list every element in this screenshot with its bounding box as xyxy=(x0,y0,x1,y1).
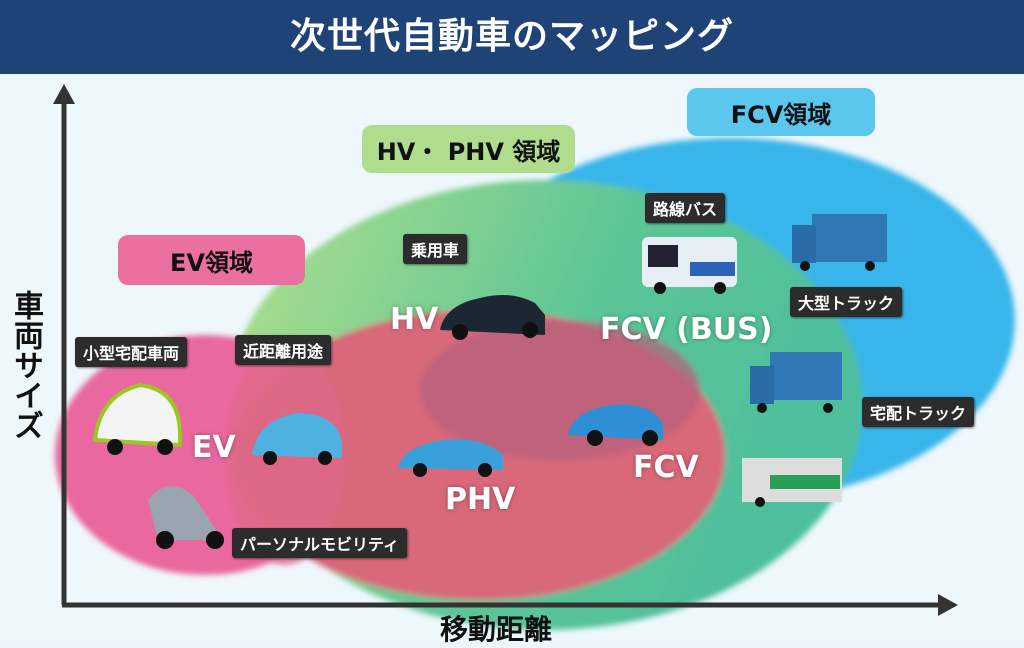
x-axis-arrow xyxy=(938,594,958,616)
phv-car-image xyxy=(398,439,503,477)
ev-zone-label: EV領域 xyxy=(118,235,305,285)
tag-route-bus: 路線バス xyxy=(645,193,726,223)
small-ev-image xyxy=(92,382,182,455)
x-axis-label: 移動距離 xyxy=(440,613,553,646)
hv-car-image xyxy=(440,294,545,340)
personal-mobility-image xyxy=(148,486,224,549)
bus-image xyxy=(642,237,737,294)
hv-phv-zone-label: HV・ PHV 領域 xyxy=(362,125,575,173)
fcv-zone-label: FCV領域 xyxy=(687,88,875,136)
seven-eleven-truck-image xyxy=(742,458,842,507)
large-truck-image xyxy=(792,214,887,271)
page-title: 次世代自動車のマッピング xyxy=(0,0,1024,74)
label-ev: EV xyxy=(192,430,236,465)
fcv-car-image xyxy=(568,404,663,446)
label-fcv-bus: FCV (BUS) xyxy=(600,312,773,347)
label-fcv: FCV xyxy=(633,450,699,485)
y-axis-label: 車両サイズ xyxy=(8,290,43,440)
tag-short-distance: 近距離用途 xyxy=(235,335,332,365)
tag-passenger: 乗用車 xyxy=(403,234,468,264)
tag-small-delivery: 小型宅配車両 xyxy=(75,337,188,367)
ev-car-image xyxy=(252,413,342,465)
label-hv: HV xyxy=(390,302,439,337)
tag-delivery-truck: 宅配トラック xyxy=(862,397,975,427)
tag-personal-mobility: パーソナルモビリティ xyxy=(232,528,408,558)
label-phv: PHV xyxy=(445,482,516,517)
tag-large-truck: 大型トラック xyxy=(790,287,903,317)
delivery-truck-image xyxy=(750,352,842,413)
y-axis-arrow xyxy=(53,84,75,104)
